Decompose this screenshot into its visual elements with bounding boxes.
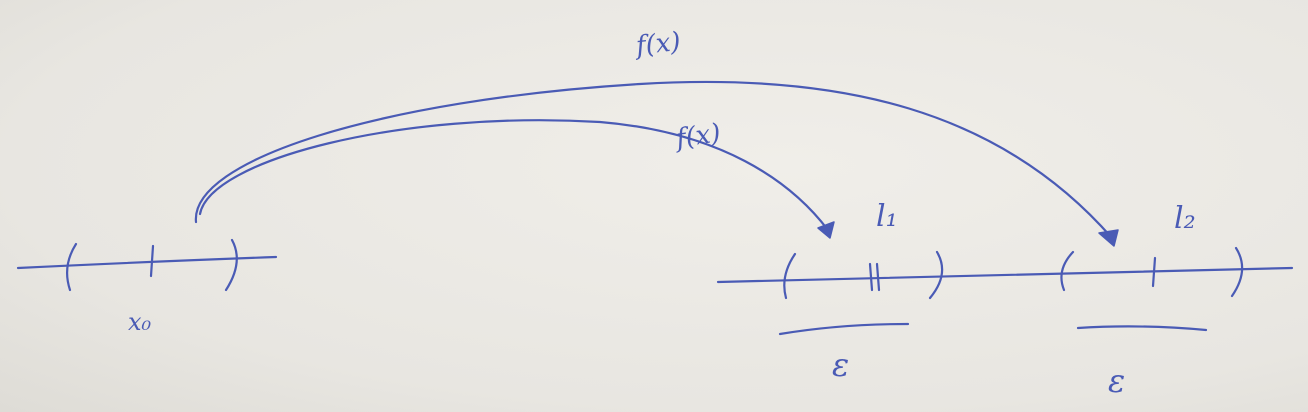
l1-tick-a (868, 262, 874, 292)
f-of-x-lower-label: f(x) (672, 118, 722, 154)
l1-left-paren (783, 252, 797, 300)
x0-label: x₀ (128, 308, 152, 336)
arrowhead-l1 (817, 221, 835, 239)
mapping-arrows (194, 80, 1119, 247)
l2-right-paren (1230, 246, 1244, 298)
arrow-to-l1 (198, 119, 830, 232)
arrow-to-l2 (194, 80, 1114, 240)
l1-right-paren (928, 250, 944, 300)
epsilon-brace-1 (778, 322, 910, 336)
f-of-x-upper-label: f(x) (633, 27, 682, 62)
domain-right-paren (224, 238, 238, 292)
l2-tick (1151, 256, 1157, 288)
l2-left-paren (1060, 250, 1075, 292)
domain-number-line (16, 238, 278, 292)
codomain-axis (716, 266, 1294, 284)
l2-label: l₂ (1174, 201, 1196, 236)
epsilon-label-1: ε (832, 346, 849, 384)
l1-tick-b (875, 262, 881, 292)
epsilon-label-2: ε (1108, 362, 1125, 400)
domain-axis (16, 255, 278, 270)
arrowhead-l2 (1098, 229, 1119, 247)
domain-x0-tick (149, 244, 155, 278)
epsilon-brace-2 (1076, 325, 1208, 332)
l1-label: l₁ (876, 199, 898, 234)
domain-left-paren (65, 242, 78, 292)
codomain-number-line (716, 246, 1294, 300)
